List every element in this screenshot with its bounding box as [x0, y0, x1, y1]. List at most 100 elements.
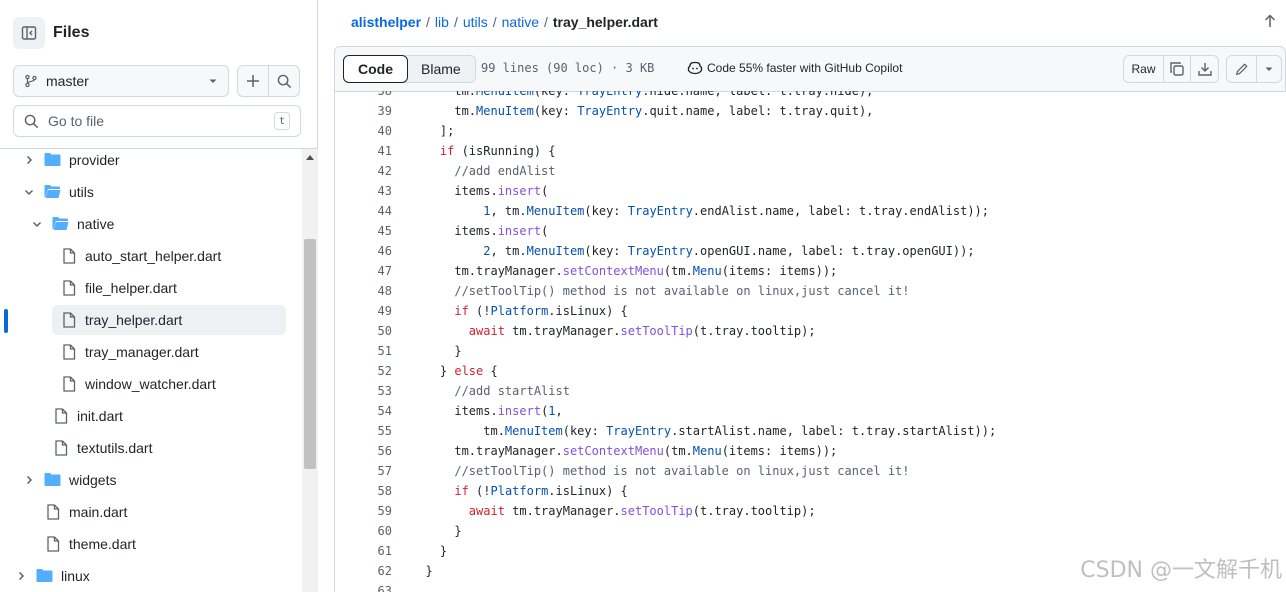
branch-selector[interactable]: master [13, 65, 229, 97]
line-number[interactable]: 50 [377, 324, 392, 338]
download-button[interactable] [1191, 56, 1218, 82]
breadcrumb-link[interactable]: utils [462, 14, 488, 30]
line-number[interactable]: 56 [377, 444, 392, 458]
line-number[interactable]: 43 [377, 184, 392, 198]
code-line: 51 } [335, 341, 1286, 361]
line-number[interactable]: 38 [377, 91, 392, 98]
scroll-to-top-button[interactable] [1264, 14, 1276, 33]
chevron-down-icon[interactable] [31, 217, 43, 233]
chevron-right-icon[interactable] [23, 153, 35, 169]
line-number[interactable]: 51 [377, 344, 392, 358]
chevron-right-icon[interactable] [23, 473, 35, 489]
search-files-button[interactable] [268, 65, 300, 97]
line-number[interactable]: 44 [377, 204, 392, 218]
tree-item-label: theme.dart [69, 536, 136, 552]
tab-code[interactable]: Code [343, 55, 408, 83]
edit-file-button[interactable] [1227, 56, 1257, 82]
line-number[interactable]: 52 [377, 364, 392, 378]
file-viewer: alisthelper /lib/utils/native/tray_helpe… [319, 0, 1286, 592]
tree-file[interactable]: textutils.dart [0, 433, 300, 463]
code-view: 38 tm.MenuItem(key: TrayEntry.hide.name,… [334, 91, 1286, 592]
code-line: 62 } [335, 561, 1286, 581]
copy-raw-button[interactable] [1164, 56, 1191, 82]
tree-file[interactable]: tray_helper.dart [52, 305, 286, 335]
tree-folder[interactable]: linux [0, 561, 300, 591]
scrollbar-thumb[interactable] [304, 239, 316, 469]
tree-file[interactable]: main.dart [0, 497, 300, 527]
code-text: } [411, 544, 448, 558]
line-number[interactable]: 47 [377, 264, 392, 278]
breadcrumb-repo-link[interactable]: alisthelper [351, 14, 422, 30]
line-number[interactable]: 46 [377, 244, 392, 258]
code-line: 57 //setToolTip() method is not availabl… [335, 461, 1286, 481]
copilot-text: Code 55% faster with GitHub Copilot [707, 61, 903, 75]
line-number[interactable]: 41 [377, 144, 392, 158]
breadcrumb-separator: / [453, 14, 458, 30]
code-line: 60 } [335, 521, 1286, 541]
tree-folder[interactable]: widgets [0, 465, 300, 495]
code-line: 46 2, tm.MenuItem(key: TrayEntry.openGUI… [335, 241, 1286, 261]
selected-indicator [4, 309, 8, 333]
code-line: 50 await tm.trayManager.setToolTip(t.tra… [335, 321, 1286, 341]
tree-file[interactable]: window_watcher.dart [0, 369, 300, 399]
tree-folder[interactable]: native [0, 209, 300, 239]
sidebar-collapse-icon [21, 26, 37, 40]
keyboard-shortcut: t [274, 112, 290, 130]
raw-button[interactable]: Raw [1124, 56, 1164, 82]
tree-folder[interactable]: utils [0, 177, 300, 207]
file-icon [62, 344, 76, 363]
line-number[interactable]: 42 [377, 164, 392, 178]
chevron-right-icon[interactable] [15, 569, 27, 585]
tab-blame[interactable]: Blame [421, 61, 461, 77]
copilot-promo-link[interactable]: Code 55% faster with GitHub Copilot [687, 61, 902, 75]
breadcrumb-link[interactable]: lib [434, 14, 449, 30]
code-line: 55 tm.MenuItem(key: TrayEntry.startAlist… [335, 421, 1286, 441]
chevron-down-icon[interactable] [23, 185, 35, 201]
tree-file[interactable]: theme.dart [0, 529, 300, 559]
sidebar-scrollbar[interactable] [302, 149, 318, 592]
line-number[interactable]: 54 [377, 404, 392, 418]
tree-item-label: textutils.dart [77, 440, 153, 456]
line-number[interactable]: 39 [377, 104, 392, 118]
add-file-button[interactable] [237, 65, 269, 97]
code-line: 59 await tm.trayManager.setToolTip(t.tra… [335, 501, 1286, 521]
code-line: 63 [335, 581, 1286, 592]
line-number[interactable]: 60 [377, 524, 392, 538]
branch-label: master [46, 73, 89, 89]
folder-icon [44, 472, 61, 490]
tree-file[interactable]: init.dart [0, 401, 300, 431]
line-number[interactable]: 45 [377, 224, 392, 238]
code-text: 2, tm.MenuItem(key: TrayEntry.openGUI.na… [483, 244, 975, 258]
line-number[interactable]: 40 [377, 124, 392, 138]
folder-icon [36, 568, 53, 586]
file-actions-group: Raw [1123, 55, 1219, 83]
line-number[interactable]: 59 [377, 504, 392, 518]
tree-file[interactable]: file_helper.dart [0, 273, 300, 303]
go-to-file-input[interactable]: Go to file t [13, 105, 301, 137]
line-number[interactable]: 63 [377, 584, 392, 592]
file-icon [54, 408, 68, 427]
line-number[interactable]: 49 [377, 304, 392, 318]
tree-file[interactable]: auto_start_helper.dart [0, 241, 300, 271]
tree-file[interactable]: tray_manager.dart [0, 337, 300, 367]
line-number[interactable]: 55 [377, 424, 392, 438]
line-number[interactable]: 53 [377, 384, 392, 398]
line-number[interactable]: 61 [377, 544, 392, 558]
scroll-up-arrow-icon[interactable] [306, 155, 314, 160]
code-text: //add endAlist [454, 164, 556, 178]
breadcrumb-separator: / [543, 14, 548, 30]
line-number[interactable]: 58 [377, 484, 392, 498]
line-number[interactable]: 48 [377, 284, 392, 298]
download-icon [1197, 63, 1212, 76]
collapse-sidebar-button[interactable] [13, 17, 45, 49]
line-number[interactable]: 57 [377, 464, 392, 478]
file-icon [62, 376, 76, 395]
breadcrumb-link[interactable]: native [501, 14, 539, 30]
caret-down-icon [209, 79, 217, 83]
tree-folder[interactable]: provider [0, 149, 300, 175]
code-text: items.insert( [411, 224, 549, 238]
line-number[interactable]: 62 [377, 564, 392, 578]
edit-dropdown-button[interactable] [1257, 56, 1281, 82]
code-line: 43 items.insert( [335, 181, 1286, 201]
